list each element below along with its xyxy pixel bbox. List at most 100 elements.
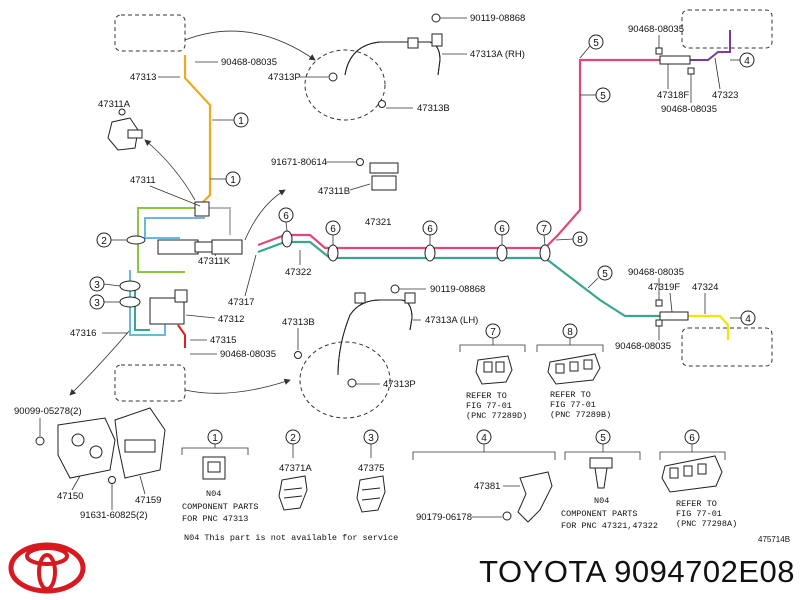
label-90468-08035-b: 90468-08035 <box>220 349 276 360</box>
callout-3b: 3 <box>89 294 105 310</box>
label-47321: 47321 <box>365 217 391 228</box>
bottom-item-4: 4 47381 90179-06178 <box>412 429 556 523</box>
clamp-6a <box>281 230 293 248</box>
svg-text:47371A: 47371A <box>279 463 312 474</box>
svg-text:3: 3 <box>94 280 100 291</box>
clamp-6c <box>424 244 436 262</box>
bottom-item-2: 2 47371A <box>278 429 312 511</box>
toyota-logo-icon <box>8 542 86 594</box>
svg-text:FOR PNC 47313: FOR PNC 47313 <box>182 514 248 524</box>
svg-text:COMPONENT PARTS: COMPONENT PARTS <box>182 502 259 512</box>
label-90468-08035-tr1: 90468-08035 <box>628 24 684 35</box>
svg-text:8: 8 <box>567 327 573 338</box>
svg-text:8: 8 <box>577 235 583 246</box>
label-47311K: 47311K <box>198 256 231 267</box>
callout-5b: 5 <box>595 87 611 103</box>
callout-3a: 3 <box>89 276 105 292</box>
callout-1a: 1 <box>233 112 249 128</box>
part-number-title: TOYOTA 9094702E08 <box>479 554 795 589</box>
brake-caliper-icon <box>107 108 143 151</box>
svg-text:FOR PNC 47321,47322: FOR PNC 47321,47322 <box>561 521 658 531</box>
svg-text:FIG 77-01: FIG 77-01 <box>550 400 596 410</box>
svg-text:5: 5 <box>593 38 599 49</box>
label-90119-08868-top: 90119-08868 <box>470 13 525 24</box>
svg-text:6: 6 <box>499 224 505 235</box>
brake-line-gray <box>205 207 231 235</box>
svg-text:(PNC 77298A): (PNC 77298A) <box>676 519 737 529</box>
svg-text:1: 1 <box>230 175 236 186</box>
figure-code: 475714B <box>758 535 790 544</box>
svg-text:3: 3 <box>94 298 100 309</box>
callout-5c: 5 <box>597 265 613 281</box>
ref-box-top-left <box>114 14 186 52</box>
svg-text:4: 4 <box>481 433 487 444</box>
label-91631-60825: 91631-60825(2) <box>80 510 148 521</box>
label-47316: 47316 <box>70 328 96 339</box>
callout-1b: 1 <box>225 171 241 187</box>
label-47312: 47312 <box>218 314 244 325</box>
label-90468-08035-tr2: 90468-08035 <box>661 104 717 115</box>
ref-group-7: 7 REFER TO FIG 77-01 (PNC 77289D) <box>459 323 527 421</box>
svg-text:N04: N04 <box>206 489 221 499</box>
label-47322: 47322 <box>285 267 311 278</box>
svg-text:5: 5 <box>602 269 608 280</box>
ref-group-8: 8 REFER TO FIG 77-01 (PNC 77289B) <box>536 323 611 420</box>
ref-box-top-right <box>681 9 773 49</box>
svg-text:6: 6 <box>283 211 289 222</box>
brake-assembly-47150 <box>35 407 166 484</box>
brake-line-yellow <box>688 314 730 340</box>
callout-6d: 6 <box>494 220 510 236</box>
callouts: 1 1 2 3 3 6 6 6 6 7 8 5 5 5 4 4 <box>89 34 756 326</box>
clamp-7 <box>539 244 551 262</box>
svg-text:47375: 47375 <box>358 463 384 474</box>
label-47319F: 47319F <box>648 282 680 293</box>
callout-2: 2 <box>96 232 112 248</box>
bottom-item-6: 6 REFER TO FIG 77-01 (PNC 77298A) <box>659 429 737 529</box>
label-90468-08035-mr2: 90468-08035 <box>615 341 671 352</box>
footnote: N04 This part is not available for servi… <box>184 533 398 543</box>
label-47313P-mid: 47313P <box>383 379 416 390</box>
svg-text:(PNC 77289B): (PNC 77289B) <box>550 410 611 420</box>
clamp-6d <box>496 244 508 262</box>
label-47318F: 47318F <box>657 90 689 101</box>
svg-text:1: 1 <box>238 116 244 127</box>
connectors-mid-right <box>655 299 689 327</box>
hose-47313A-rh <box>304 13 443 121</box>
hose-47313A-lh <box>294 284 416 419</box>
svg-text:REFER TO: REFER TO <box>676 499 717 509</box>
bottom-item-3: 3 47375 <box>356 429 386 513</box>
svg-text:FIG 77-01: FIG 77-01 <box>466 401 512 411</box>
part-labels: 90119-08868 47313A (RH) 90468-08035 4731… <box>14 13 738 521</box>
connectors-top-right <box>655 47 695 75</box>
svg-text:5: 5 <box>600 433 606 444</box>
callout-6a: 6 <box>278 207 294 223</box>
callout-leaders <box>103 45 741 319</box>
svg-text:1: 1 <box>212 433 218 444</box>
clamp-3a <box>119 280 141 292</box>
svg-text:REFER TO: REFER TO <box>466 391 507 401</box>
svg-text:4: 4 <box>745 314 751 325</box>
clamp-3b <box>119 296 141 308</box>
flow-arrow-47311B <box>244 189 286 241</box>
label-47323: 47323 <box>712 90 738 101</box>
callout-8: 8 <box>572 231 588 247</box>
clamp-6b <box>327 244 339 262</box>
flow-arrow-top <box>184 30 316 61</box>
bottom-item-5: 5 N04 COMPONENT PARTS FOR PNC 47321,4732… <box>561 429 658 531</box>
callout-6c: 6 <box>422 220 438 236</box>
bracket-icon <box>356 158 399 191</box>
label-47313P-top: 47313P <box>268 72 301 83</box>
label-47313B-top: 47313B <box>417 103 450 114</box>
label-47324: 47324 <box>692 282 718 293</box>
flow-arrow-47150 <box>69 329 131 396</box>
svg-text:6: 6 <box>689 433 695 444</box>
svg-text:2: 2 <box>101 236 107 247</box>
brake-line-red <box>177 324 186 348</box>
master-cylinder <box>149 201 243 325</box>
svg-text:N04: N04 <box>594 496 609 506</box>
label-47315: 47315 <box>210 335 236 346</box>
label-47311A: 47311A <box>98 99 131 110</box>
label-90468-08035-a: 90468-08035 <box>221 57 277 68</box>
svg-text:5: 5 <box>600 91 606 102</box>
